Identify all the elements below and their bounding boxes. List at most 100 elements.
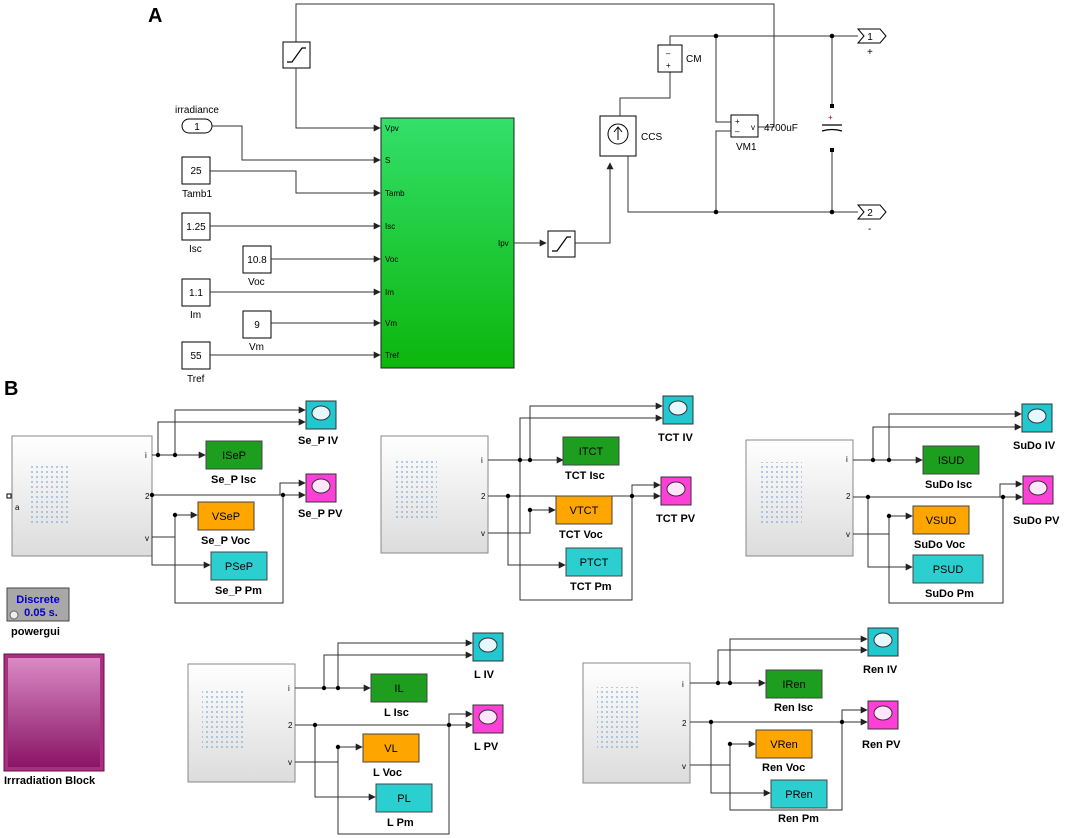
l-port-2: 2 <box>288 721 293 730</box>
vm1-port: v <box>751 123 755 132</box>
isc-block-sudo[interactable] <box>922 445 980 475</box>
l-port-i: i <box>288 684 290 693</box>
panel-b-label: B <box>4 378 18 400</box>
svg-text:–: – <box>735 127 740 136</box>
vm-value: 9 <box>254 320 260 331</box>
isc-text-se-p: ISeP <box>222 450 246 462</box>
isc-value: 1.25 <box>186 222 206 233</box>
isc-label-se-p: Se_P Isc <box>211 474 256 486</box>
powergui-block[interactable]: Discrete 0.05 s. powergui <box>6 587 70 638</box>
isc-label-l: L Isc <box>384 707 409 719</box>
group-ren: i 2 v IRen Ren Isc VRen Ren Voc PRen Ren… <box>582 627 901 825</box>
pm-text-l: PL <box>397 793 410 805</box>
irradiation-block[interactable]: Irrradiation Block <box>3 653 105 787</box>
sudo-port-v: v <box>846 530 850 539</box>
isc-block-tct[interactable] <box>562 436 620 466</box>
constant-vm[interactable]: 9 Vm <box>242 310 272 353</box>
isc-block-se-p[interactable] <box>205 440 263 470</box>
isc-label-tct: TCT Isc <box>565 470 605 482</box>
powergui-line2: 0.05 s. <box>24 607 58 619</box>
vm1-label: VM1 <box>736 142 757 153</box>
isc-name: Isc <box>189 244 202 255</box>
isc-text-tct: ITCT <box>579 446 604 458</box>
voc-block-l[interactable] <box>362 733 420 763</box>
pm-text-ren: PRen <box>785 789 813 801</box>
vm-name: Vm <box>249 342 264 353</box>
voc-block-se-p[interactable] <box>197 501 255 531</box>
pv-output-ipv: Ipv <box>498 239 509 248</box>
iv-label-ren: Ren IV <box>863 664 898 676</box>
iv-label-sudo: SuDo IV <box>1013 440 1056 452</box>
tref-name: Tref <box>187 374 205 385</box>
voc-label-tct: TCT Voc <box>559 529 603 541</box>
constant-tamb1[interactable]: 25 Tamb1 <box>181 156 212 200</box>
voc-label-sudo: SuDo Voc <box>914 539 965 551</box>
svg-text:+: + <box>666 61 671 70</box>
isc-label-sudo: SuDo Isc <box>925 479 972 491</box>
isc-block-l[interactable] <box>370 673 428 703</box>
cm-block[interactable] <box>657 44 683 73</box>
pm-text-sudo: PSUD <box>933 564 964 576</box>
se-p-port-v: v <box>145 534 149 543</box>
sudo-port-2: 2 <box>846 492 851 501</box>
tct-port-2: 2 <box>481 492 486 501</box>
voc-block-ren[interactable] <box>755 729 813 759</box>
constant-isc[interactable]: 1.25 Isc <box>181 212 211 255</box>
irradiance-inport-value: 1 <box>194 122 200 133</box>
pm-text-tct: PTCT <box>580 557 609 569</box>
constant-im[interactable]: 1.1 Im <box>181 278 211 321</box>
output-port-1[interactable] <box>856 28 887 44</box>
isc-text-sudo: ISUD <box>938 455 964 467</box>
output-port-2[interactable] <box>856 204 887 220</box>
pv-label-ren: Ren PV <box>862 739 901 751</box>
pv-label-sudo: SuDo PV <box>1013 515 1060 527</box>
pv-input-tref: Tref <box>385 351 400 360</box>
se-p-port-a: a <box>15 503 20 512</box>
group-sudo: i 2 v ISUD SuDo Isc VSUD SuDo Voc PSUD S… <box>745 403 1060 604</box>
constant-voc[interactable]: 10.8 Voc <box>242 245 272 288</box>
isc-block-ren[interactable] <box>765 669 823 699</box>
pm-label-se-p: Se_P Pm <box>215 585 262 597</box>
pm-label-sudo: SuDo Pm <box>925 588 974 600</box>
pv-model-block[interactable] <box>380 117 515 369</box>
pm-block-sudo[interactable] <box>912 554 984 584</box>
ren-port-v: v <box>682 762 686 771</box>
pm-block-se-p[interactable] <box>210 551 268 581</box>
output-port-1-sign: + <box>867 47 873 58</box>
powergui-icon <box>9 610 19 620</box>
ren-port-i: i <box>682 680 684 689</box>
svg-text:+: + <box>828 113 833 122</box>
voc-text-l: VL <box>384 743 397 755</box>
irradiance-name: irradiance <box>175 105 219 116</box>
iv-label-se-p: Se_P IV <box>298 435 339 447</box>
constant-tref[interactable]: 55 Tref <box>181 341 211 385</box>
powergui-line1: Discrete <box>16 594 59 606</box>
tref-value: 55 <box>190 351 202 362</box>
voc-block-sudo[interactable] <box>912 505 970 535</box>
pm-text-se-p: PSeP <box>225 561 253 573</box>
pm-block-ren[interactable] <box>770 779 828 809</box>
se-p-port-2: 2 <box>145 492 150 501</box>
voc-block-tct[interactable] <box>555 495 613 525</box>
l-port-v: v <box>288 758 292 767</box>
isc-text-l: IL <box>394 683 403 695</box>
pv-input-vm: Vm <box>385 319 397 328</box>
voc-value: 10.8 <box>247 255 267 266</box>
pm-block-l[interactable] <box>375 783 433 813</box>
pm-block-tct[interactable] <box>565 547 623 577</box>
pv-input-s: S <box>385 156 390 165</box>
panel-a-label: A <box>148 5 162 27</box>
capacitor-label: 4700uF <box>764 123 798 134</box>
vm1-block[interactable] <box>730 114 759 138</box>
im-value: 1.1 <box>189 288 203 299</box>
powergui-label: powergui <box>11 626 60 638</box>
iv-label-tct: TCT IV <box>658 432 693 444</box>
irradiation-label: Irrradiation Block <box>4 775 96 787</box>
svg-text:+: + <box>735 117 740 126</box>
voc-text-se-p: VSeP <box>212 511 240 523</box>
sudo-port-i: i <box>846 455 848 464</box>
ccs-label: CCS <box>641 132 662 143</box>
tct-port-i: i <box>481 456 483 465</box>
pm-label-tct: TCT Pm <box>570 581 612 593</box>
